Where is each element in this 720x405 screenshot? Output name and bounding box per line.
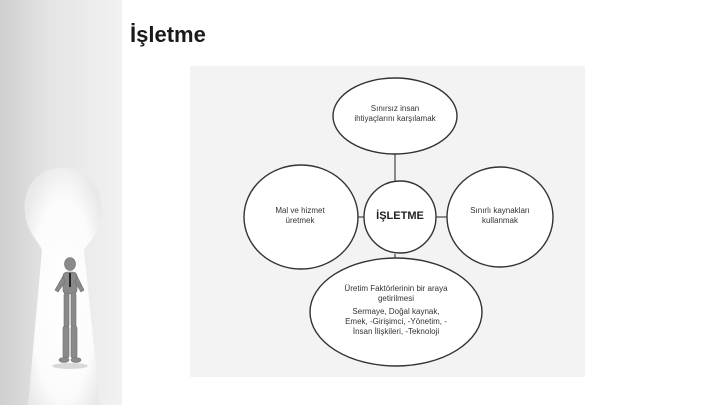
node-center-text: İŞLETME: [376, 210, 424, 222]
node-bottom-shape: [309, 257, 483, 367]
node-center-shape: [363, 180, 437, 254]
node-left-text: Mal ve hizmet üretmek: [275, 206, 325, 225]
slide-title: İşletme: [130, 22, 206, 47]
isletme-diagram: Sınırsız insan ihtiyaçlarını karşılamak …: [190, 66, 585, 377]
node-left-shape: [243, 164, 359, 270]
diagram-shapes: [243, 77, 554, 367]
node-right-text: Sınırlı kaynakları kullanmak: [470, 206, 530, 225]
decorative-side-panel: [0, 0, 122, 405]
node-bottom-text: Üretim Faktörlerinin bir araya getirilme…: [344, 284, 448, 336]
node-top-text: Sınırsız insan ihtiyaçlarını karşılamak: [354, 104, 436, 123]
node-top-shape: [332, 77, 458, 155]
keyhole-figure-icon: [24, 168, 103, 405]
node-right-shape: [446, 166, 554, 268]
